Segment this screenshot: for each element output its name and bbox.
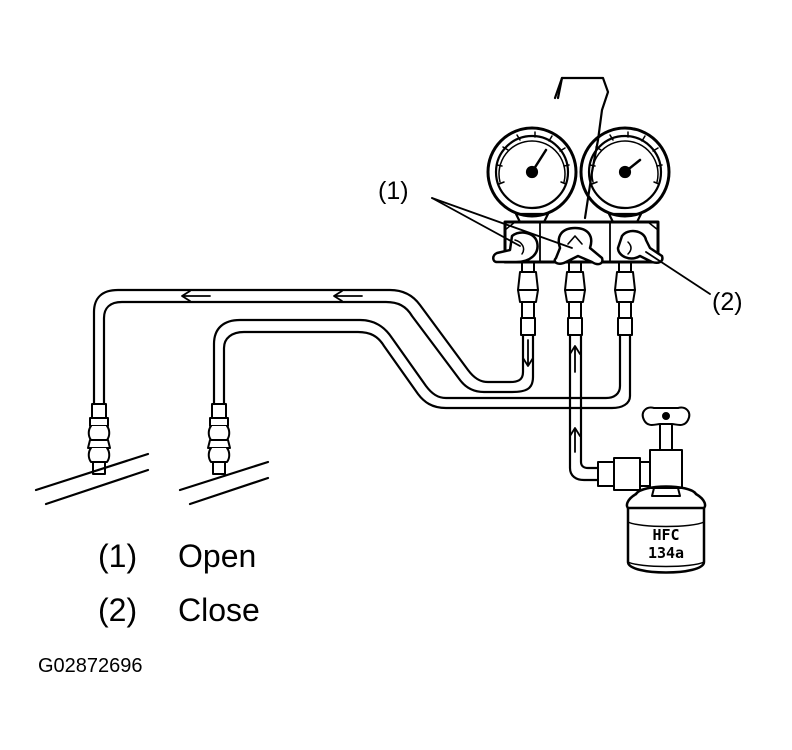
manifold-hose-fittings bbox=[517, 261, 636, 336]
callout-1: (1) bbox=[378, 177, 409, 205]
figure-id: G02872696 bbox=[38, 655, 143, 677]
low-side-hose bbox=[92, 288, 535, 406]
can-tap-valve bbox=[597, 406, 691, 497]
low-side-valve-knob bbox=[492, 231, 539, 264]
callout-leaders bbox=[431, 197, 711, 295]
legend-text: Close bbox=[178, 592, 260, 628]
legend-number: (2) bbox=[98, 592, 138, 628]
legend-number: (1) bbox=[98, 538, 138, 574]
charging-hose bbox=[568, 333, 600, 482]
high-side-hose bbox=[212, 318, 632, 410]
legend-text: Open bbox=[178, 538, 257, 574]
center-valve-knob bbox=[553, 226, 604, 266]
high-side-service-coupler bbox=[207, 403, 231, 475]
flow-arrows bbox=[181, 290, 581, 453]
low-side-pipe bbox=[34, 452, 150, 506]
can-label-line2: 134a bbox=[648, 544, 684, 562]
can-label-line1: HFC bbox=[652, 526, 679, 544]
callout-2: (2) bbox=[712, 288, 743, 316]
high-side-pipe bbox=[178, 460, 270, 506]
refrigerant-can: HFC 134a bbox=[625, 485, 707, 574]
legend-item-close: (2) Close bbox=[98, 594, 260, 626]
low-pressure-gauge bbox=[486, 126, 578, 224]
low-side-service-coupler bbox=[87, 403, 111, 475]
high-pressure-gauge bbox=[579, 126, 671, 224]
legend-item-open: (1) Open bbox=[98, 540, 256, 572]
